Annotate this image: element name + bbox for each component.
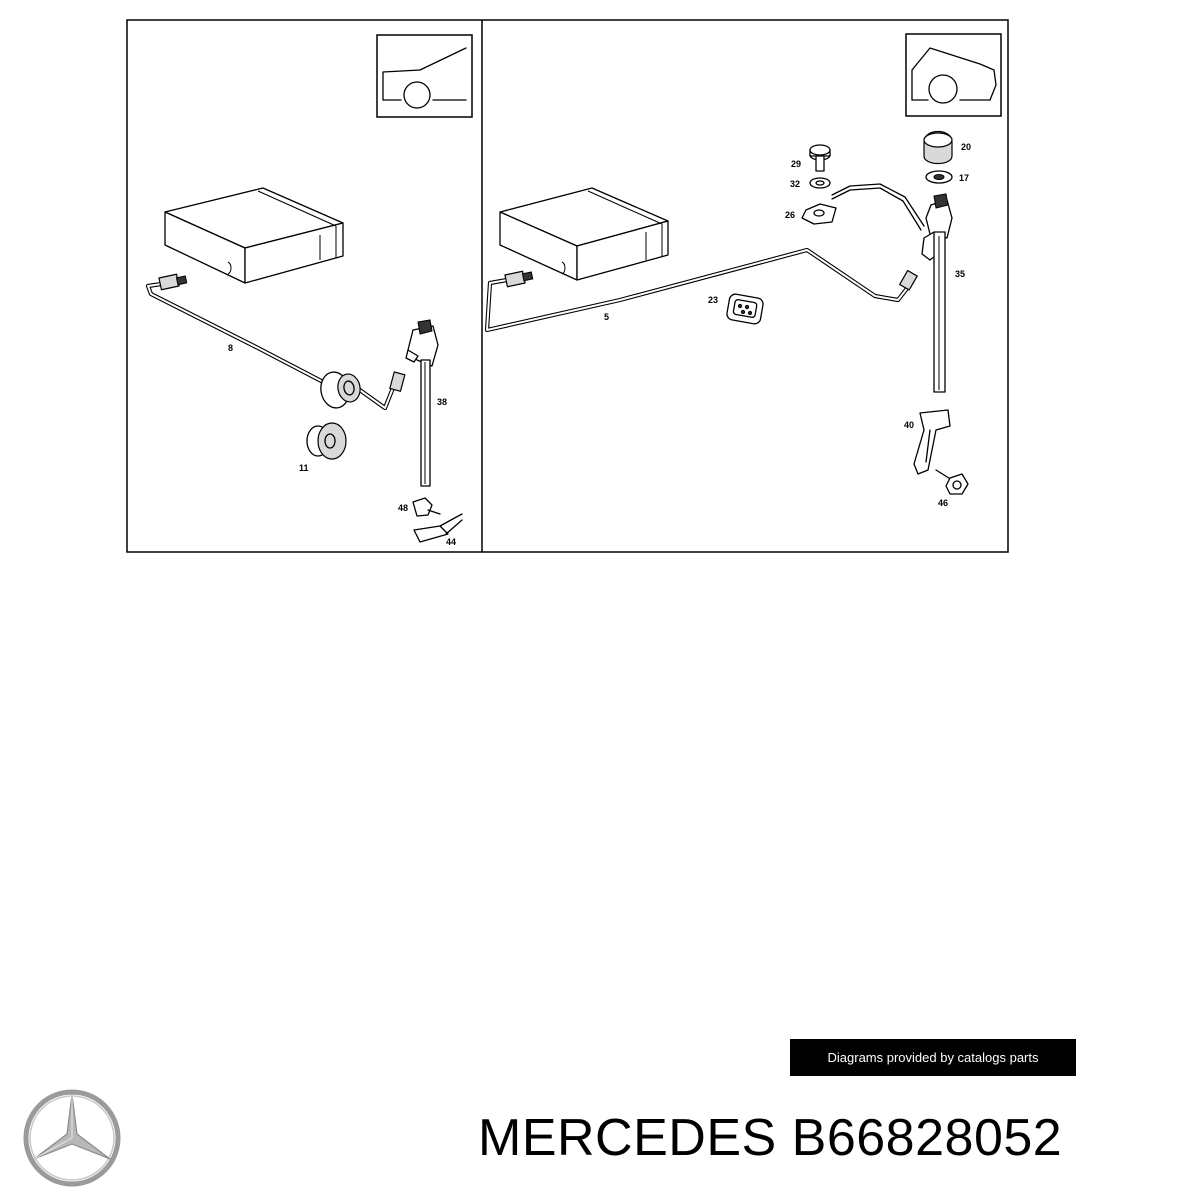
- diagram-frame: [126, 19, 1009, 553]
- callout-44: 44: [446, 537, 456, 547]
- callout-17: 17: [959, 173, 969, 183]
- mast-washer: [925, 170, 953, 184]
- ground-screw: [809, 144, 831, 172]
- callout-11: 11: [299, 463, 309, 473]
- callout-8: 8: [228, 343, 233, 353]
- bracket-screw: [935, 469, 969, 495]
- callout-48: 48: [398, 503, 408, 513]
- radio-unit-right: [499, 187, 669, 281]
- ground-wire: [831, 183, 925, 227]
- ground-washer: [809, 177, 831, 189]
- vehicle-position-icon: [376, 34, 473, 118]
- diagram-credit-badge: Diagrams provided by catalogs parts: [790, 1039, 1076, 1076]
- radio-unit: [164, 187, 344, 284]
- antenna-cable: [145, 273, 406, 411]
- callout-32: 32: [790, 179, 800, 189]
- ground-nut: [801, 203, 837, 225]
- callout-38: 38: [437, 397, 447, 407]
- antenna-mast: [405, 319, 439, 487]
- callout-23: 23: [708, 295, 718, 305]
- mast-cap: [923, 130, 953, 165]
- callout-5: 5: [604, 312, 609, 322]
- grommet-part: [306, 422, 347, 460]
- callout-46: 46: [938, 498, 948, 508]
- antenna-cable-right: [484, 247, 918, 333]
- cable-grommet: [320, 371, 361, 409]
- mast-fastener: [412, 497, 463, 543]
- callout-35: 35: [955, 269, 965, 279]
- right-panel: 29 32 26 20 17 35 23 5 40 46: [484, 33, 1002, 508]
- part-number-title: MERCEDES B66828052: [478, 1109, 1063, 1167]
- callout-20: 20: [961, 142, 971, 152]
- callout-26: 26: [785, 210, 795, 220]
- left-panel: 8 11 38 48 44: [145, 34, 473, 547]
- callout-40: 40: [904, 420, 914, 430]
- cable-grommet-right: [726, 293, 764, 325]
- mast-bracket: [913, 409, 951, 475]
- vehicle-position-icon-right: [905, 33, 1002, 117]
- callout-29: 29: [791, 159, 801, 169]
- mercedes-star-icon: [23, 1089, 121, 1187]
- antenna-mast-right: [921, 193, 953, 393]
